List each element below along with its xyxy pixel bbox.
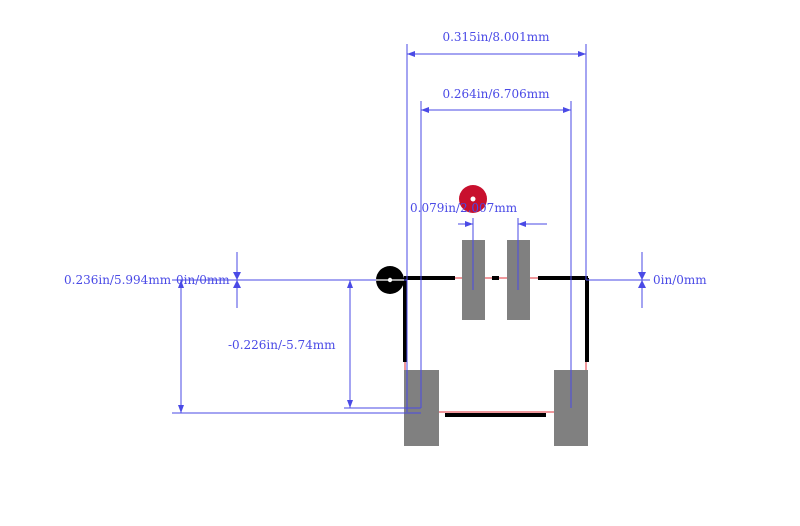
pin1-marker	[459, 185, 487, 213]
dimension-vertical-offset-label: -0.226in/-5.74mm	[228, 338, 336, 352]
dimension-inner-width: 0.264in/6.706mm	[420, 87, 572, 408]
dimension-vertical-offset: -0.226in/-5.74mm	[228, 280, 421, 409]
dimension-overall-width-label: 0.315in/8.001mm	[442, 30, 550, 44]
dimension-overall-width: 0.315in/8.001mm	[406, 30, 587, 412]
dimension-inner-width-label: 0.264in/6.706mm	[442, 87, 550, 101]
dimension-left-height: 0.236in/5.994mm	[64, 273, 421, 414]
origin-label-left: 0in/0mm	[176, 273, 230, 287]
dimension-pad-pitch	[458, 218, 547, 290]
origin-crosshair	[376, 266, 404, 294]
origin-marker-right: 0in/0mm	[586, 252, 707, 308]
origin-label-right: 0in/0mm	[653, 273, 707, 287]
dimension-left-height-label: 0.236in/5.994mm	[64, 273, 172, 287]
silkscreen-outline	[403, 276, 589, 417]
origin-marker-left: 0in/0mm	[176, 252, 241, 308]
dimension-pad-pitch-label: 0.079in/2.007mm	[410, 201, 518, 215]
